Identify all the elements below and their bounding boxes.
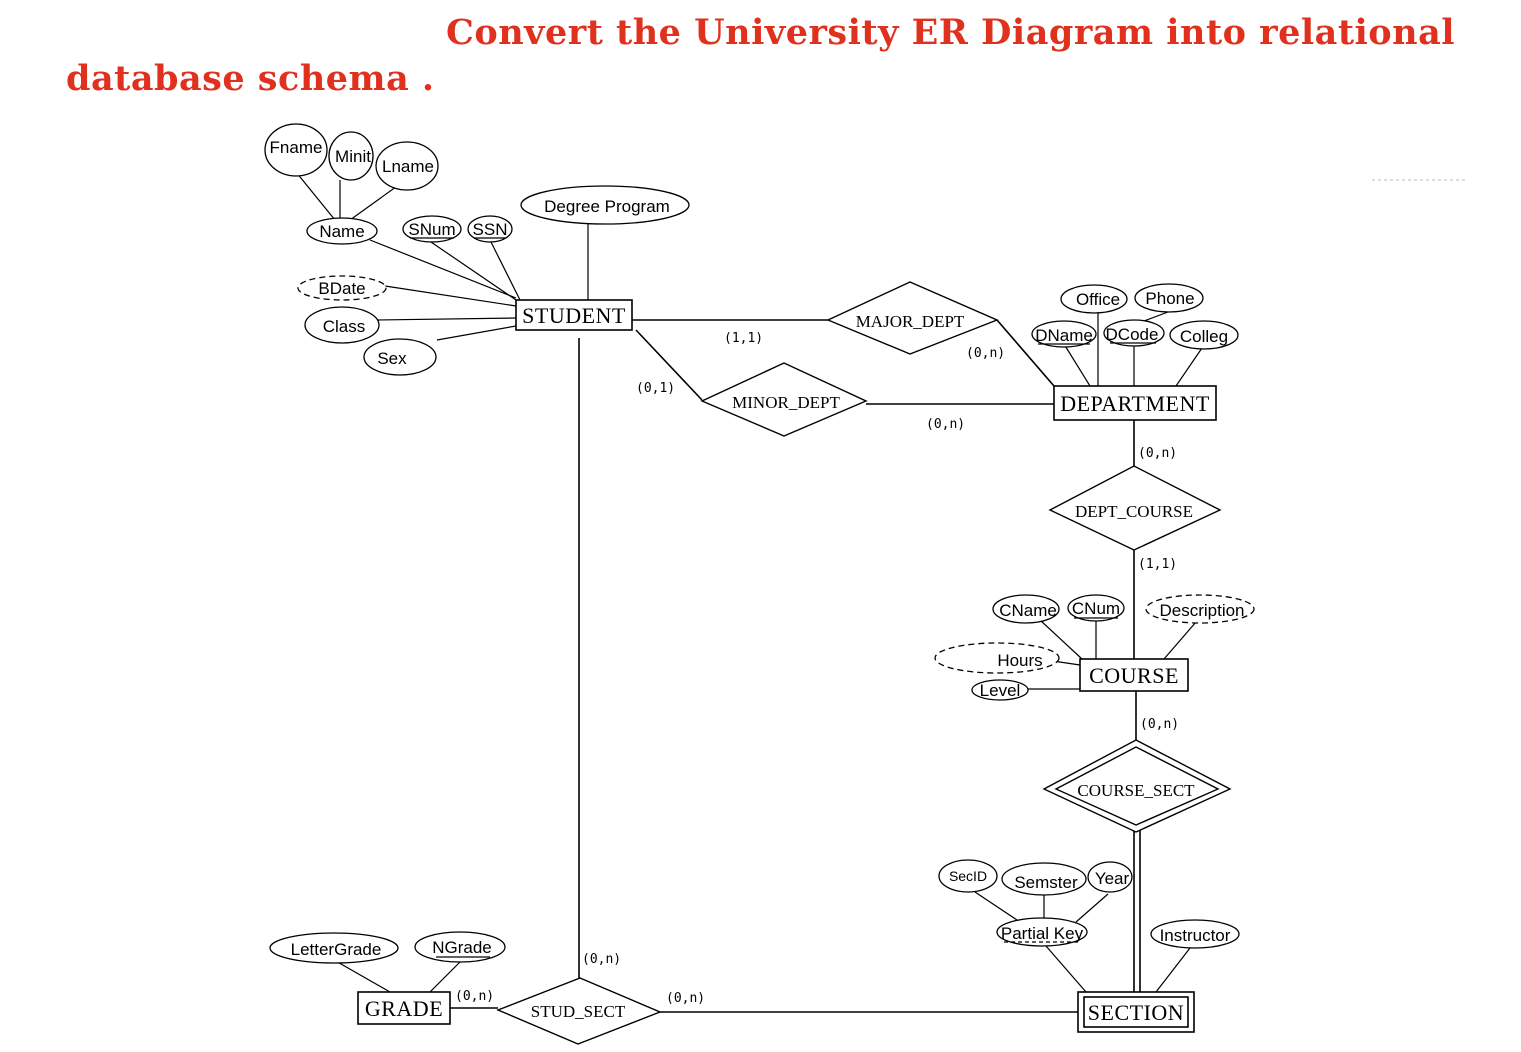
attr-semster-label: Semster: [1014, 873, 1078, 892]
attr-semster: Semster: [1001, 862, 1087, 896]
entity-department: DEPARTMENT: [1053, 385, 1217, 421]
entity-section: SECTION: [1077, 991, 1195, 1033]
attr-degree-program-label: Degree Program: [544, 197, 670, 216]
card-stud-sect-grade: (0,n): [455, 989, 494, 1004]
rel-stud-sect-label: STUD_SECT: [531, 1002, 626, 1021]
attr-dname-label: DName: [1035, 326, 1093, 345]
rel-course-sect: COURSE_SECT: [1042, 739, 1232, 833]
card-stud-sect-section: (0,n): [666, 991, 705, 1006]
attr-bdate: BDate: [297, 275, 387, 301]
rel-major-dept: MAJOR_DEPT: [826, 281, 999, 355]
title-line-2: database schema .: [66, 58, 435, 99]
entity-grade-label: GRADE: [365, 996, 443, 1021]
entity-course-label: COURSE: [1089, 663, 1179, 688]
entity-student-label: STUDENT: [522, 303, 626, 328]
attr-cname: CName: [992, 594, 1060, 624]
attr-cnum: CNum: [1067, 594, 1125, 622]
rel-dept-course-label: DEPT_COURSE: [1075, 502, 1193, 521]
attr-partial-key-label: Partial Key: [1001, 924, 1084, 943]
card-student-major: (1,1): [724, 331, 763, 346]
attr-phone: Phone: [1134, 283, 1204, 313]
attr-instructor: Instructor: [1150, 919, 1240, 949]
attr-dname: DName: [1031, 320, 1097, 348]
attr-degree-program: Degree Program: [520, 185, 690, 225]
attr-level: Level: [971, 679, 1029, 701]
attr-description: Description: [1145, 594, 1255, 624]
attr-secid-label: SecID: [949, 868, 987, 884]
attr-year: Year: [1087, 861, 1133, 893]
attr-year-label: Year: [1095, 869, 1130, 888]
card-dept-minor: (0,n): [926, 417, 965, 432]
attr-snum-label: SNum: [408, 220, 455, 239]
title-line-1: Convert the University ER Diagram into r…: [446, 12, 1456, 53]
attr-cname-label: CName: [999, 601, 1057, 620]
attr-cnum-label: CNum: [1072, 599, 1120, 618]
rel-major-dept-label: MAJOR_DEPT: [856, 312, 965, 331]
attr-letter-grade: LetterGrade: [269, 932, 399, 964]
entity-department-label: DEPARTMENT: [1060, 391, 1210, 416]
entity-section-label: SECTION: [1088, 1000, 1184, 1025]
attr-bdate-label: BDate: [318, 279, 365, 298]
rel-course-sect-label: COURSE_SECT: [1077, 781, 1195, 800]
attr-sex: Sex: [363, 338, 437, 376]
attr-class-label: Class: [323, 317, 366, 336]
entity-grade: GRADE: [357, 991, 451, 1025]
attr-letter-grade-label: LetterGrade: [291, 940, 382, 959]
card-dept-course-course: (1,1): [1138, 557, 1177, 572]
attr-description-label: Description: [1159, 601, 1244, 620]
attr-sex-label: Sex: [377, 349, 407, 368]
card-stud-sect-student: (0,n): [582, 952, 621, 967]
attr-partial-key: Partial Key: [996, 917, 1088, 947]
attr-ssn-label: SSN: [473, 220, 508, 239]
attr-office-label: Office: [1076, 290, 1120, 309]
attr-office: Office: [1060, 284, 1128, 314]
entity-course: COURSE: [1079, 658, 1189, 692]
attr-fname: Fname: [264, 123, 328, 177]
attr-instructor-label: Instructor: [1160, 926, 1231, 945]
attr-ssn: SSN: [467, 215, 513, 243]
attr-class: Class: [304, 306, 380, 344]
attr-minit: Minit: [328, 131, 374, 181]
attr-lname: Lname: [375, 141, 439, 191]
attr-colleg: Colleg: [1169, 320, 1239, 350]
attr-minit-label: Minit: [335, 147, 371, 166]
attr-name-label: Name: [319, 222, 364, 241]
attr-snum: SNum: [402, 215, 462, 243]
card-course-sect-course: (0,n): [1140, 717, 1179, 732]
attr-colleg-label: Colleg: [1180, 327, 1228, 346]
attr-fname-label: Fname: [270, 138, 323, 157]
attr-ngrade: NGrade: [414, 931, 506, 963]
attr-dcode-label: DCode: [1106, 325, 1159, 344]
card-dept-course-dept: (0,n): [1138, 446, 1177, 461]
rel-stud-sect: STUD_SECT: [496, 977, 662, 1045]
connector-lines: [295, 171, 1203, 1013]
attr-phone-label: Phone: [1145, 289, 1194, 308]
attr-level-label: Level: [980, 681, 1021, 700]
attr-name: Name: [306, 217, 378, 245]
attr-ngrade-label: NGrade: [432, 938, 492, 957]
card-student-minor: (0,1): [636, 381, 675, 396]
card-dept-major: (0,n): [966, 346, 1005, 361]
attr-secid: SecID: [938, 859, 998, 893]
rel-minor-dept: MINOR_DEPT: [700, 362, 868, 437]
rel-dept-course: DEPT_COURSE: [1048, 465, 1222, 551]
attr-lname-label: Lname: [382, 157, 434, 176]
entity-student: STUDENT: [515, 299, 633, 331]
attr-dcode: DCode: [1103, 319, 1165, 347]
attr-hours: Hours: [934, 642, 1060, 674]
attr-hours-label: Hours: [997, 651, 1042, 670]
rel-minor-dept-label: MINOR_DEPT: [732, 393, 840, 412]
